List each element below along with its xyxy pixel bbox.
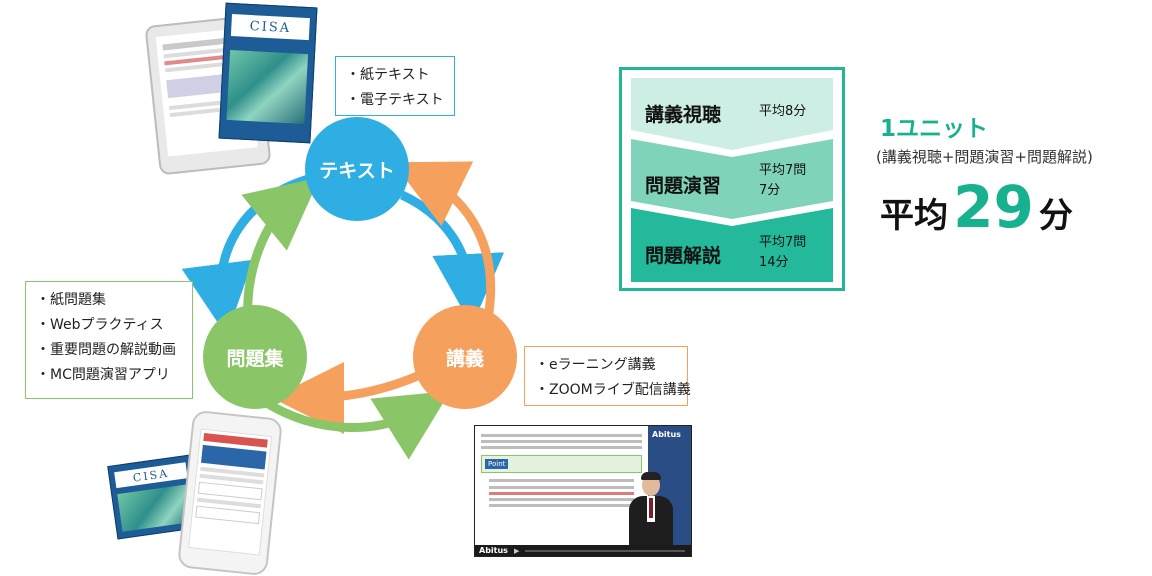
video-control-bar[interactable]: Abitus ▶ bbox=[475, 545, 691, 556]
node-text-label: テキスト bbox=[319, 159, 395, 182]
step-value-line1: 平均7問 bbox=[759, 163, 807, 178]
average-prefix: 平均 bbox=[880, 196, 948, 236]
chevron-shape bbox=[631, 78, 833, 150]
list-item: ・MC問題演習アプリ bbox=[36, 367, 170, 383]
problem-book-title: CISA bbox=[132, 466, 170, 485]
arrow-problems-to-text bbox=[241, 177, 320, 323]
presenter-figure bbox=[629, 472, 673, 545]
step-value-line1: 平均7問 bbox=[759, 235, 807, 250]
list-item: ・eラーニング講義 bbox=[535, 357, 656, 373]
average-number: 29 bbox=[953, 173, 1034, 241]
textbook-title: CISA bbox=[249, 18, 292, 36]
node-text: テキスト bbox=[305, 117, 409, 221]
step-label: 問題解説 bbox=[645, 245, 722, 267]
node-problems-label: 問題集 bbox=[226, 347, 284, 370]
video-brand-corner: Abitus bbox=[652, 430, 681, 439]
smartphone-image bbox=[176, 409, 284, 576]
problems-materials-box: ・紙問題集 ・Webプラクティス ・重要問題の解説動画 ・MC問題演習アプリ bbox=[25, 281, 193, 399]
list-item: ・重要問題の解説動画 bbox=[36, 342, 176, 358]
chevron-shape bbox=[631, 139, 833, 219]
step-label: 問題演習 bbox=[645, 175, 722, 197]
list-item: ・ZOOMライブ配信講義 bbox=[535, 382, 691, 398]
arrow-lecture-to-text bbox=[392, 161, 496, 319]
step-value: 平均8分 bbox=[759, 104, 807, 119]
step-lecture-viewing: 講義視聴 平均8分 bbox=[631, 78, 833, 150]
video-lecture-player[interactable]: Point Abitus Abitus ▶ bbox=[474, 425, 692, 557]
node-problems: 問題集 bbox=[203, 305, 307, 409]
video-brand-bar: Abitus bbox=[479, 546, 508, 555]
video-point-label: Point bbox=[485, 459, 509, 469]
average-time: 平均 29 分 bbox=[880, 178, 1073, 236]
unit-breakdown-panel: 講義視聴 平均8分 問題演習 平均7問 7分 問題解説 平均7問 14分 bbox=[619, 67, 845, 291]
textbook-cover: CISA bbox=[218, 2, 318, 144]
list-item: ・Webプラクティス bbox=[36, 317, 164, 333]
node-lecture-label: 講義 bbox=[445, 347, 484, 370]
unit-breakdown-caption: (講義視聴+問題演習+問題解説) bbox=[876, 148, 1093, 166]
chevron-shape bbox=[631, 208, 833, 282]
list-item: ・電子テキスト bbox=[346, 92, 444, 108]
step-problem-practice: 問題演習 平均7問 7分 bbox=[631, 139, 833, 219]
unit-title: 1ユニット bbox=[880, 116, 989, 142]
lecture-materials-box: ・eラーニング講義 ・ZOOMライブ配信講義 bbox=[524, 346, 691, 406]
node-lecture: 講義 bbox=[413, 305, 517, 409]
average-suffix: 分 bbox=[1038, 196, 1073, 236]
list-item: ・紙問題集 bbox=[36, 292, 106, 308]
text-materials-box: ・紙テキスト ・電子テキスト bbox=[335, 56, 455, 116]
arrow-lecture-to-problems bbox=[272, 361, 422, 434]
step-problem-explanation: 問題解説 平均7問 14分 bbox=[631, 208, 833, 282]
arrow-problems-to-lecture bbox=[259, 390, 451, 460]
step-value-line2: 14分 bbox=[759, 255, 789, 270]
step-label: 講義視聴 bbox=[645, 104, 722, 126]
play-icon[interactable]: ▶ bbox=[513, 546, 520, 555]
list-item: ・紙テキスト bbox=[346, 67, 430, 83]
step-value-line2: 7分 bbox=[759, 183, 781, 198]
